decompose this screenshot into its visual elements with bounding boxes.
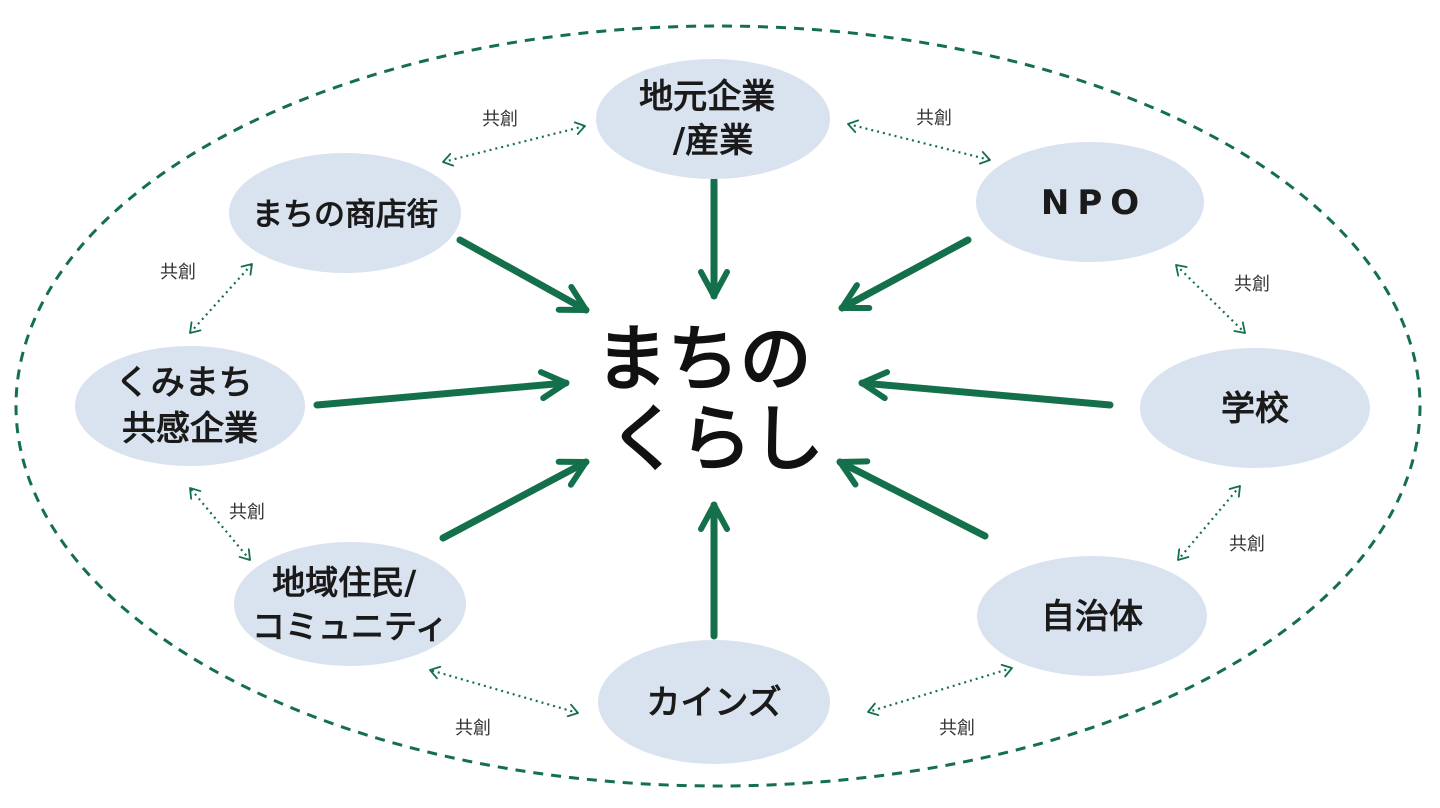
node-shopping-street: まちの商店街	[229, 153, 461, 273]
node-cainz-label-line-1: カインズ	[646, 683, 781, 723]
cocreate-arrow-municipality-cainz	[867, 663, 1013, 717]
nodes: 地元企業 /産業 NPO 学校 自治体 カインズ	[75, 59, 1370, 764]
cocreate-arrow-local-npo	[847, 119, 991, 165]
arrow-kumimachi	[313, 369, 570, 409]
cocreate-label-npo-school: 共創	[1234, 274, 1270, 295]
cocreate-arrow-cainz-residents	[429, 665, 579, 718]
cocreate-arrow-kumimachi-shop	[189, 263, 253, 334]
node-local-business-label: 地元企業 /産業	[639, 77, 787, 161]
node-residents-shape	[234, 542, 466, 666]
node-cainz-shape	[598, 640, 830, 764]
arrow-npo	[838, 236, 972, 312]
node-local-business-label-line-1: 地元企業	[639, 77, 775, 117]
arrow-municipality	[836, 458, 989, 540]
node-residents-label-line-1: 地域住民/	[272, 563, 417, 602]
arrow-residents	[439, 458, 590, 542]
node-local-business-label-line-2: /産業	[673, 121, 753, 161]
node-kumimachi-label: くみまち 共感企業	[115, 363, 264, 449]
node-npo: NPO	[976, 142, 1204, 262]
cocreate-arrow-school-municipality	[1177, 485, 1241, 561]
cocreate-label-municipality-cainz: 共創	[939, 718, 975, 739]
node-residents-label: 地域住民/ コミュニティ	[252, 563, 448, 646]
node-school-shape	[1140, 348, 1370, 468]
center-label: まちの くらし	[595, 317, 836, 481]
cocreate-label-kumimachi-shop: 共創	[160, 262, 196, 283]
node-residents-label-line-2: コミュニティ	[252, 607, 448, 646]
node-npo-label: NPO	[1041, 183, 1147, 223]
node-municipality-label: 自治体	[1041, 597, 1143, 637]
node-local-business: 地元企業 /産業	[596, 59, 830, 179]
arrows-to-center	[313, 176, 1114, 640]
node-kumimachi-label-line-1: くみまち	[115, 363, 252, 403]
cocreate-label-shop-local: 共創	[482, 109, 518, 130]
cocreate-label-local-npo: 共創	[916, 108, 952, 129]
node-npo-shape	[976, 142, 1204, 262]
node-residents: 地域住民/ コミュニティ	[234, 542, 466, 666]
center-label-line-1: まちの	[595, 317, 811, 401]
node-school-label: 学校	[1221, 389, 1289, 429]
cocreate-label-cainz-residents: 共創	[455, 718, 491, 739]
node-kumimachi-label-line-2: 共感企業	[122, 409, 258, 449]
node-school-label-line-1: 学校	[1221, 389, 1289, 429]
node-kumimachi-shape	[75, 346, 305, 466]
node-shopping-street-shape	[229, 153, 461, 273]
node-shopping-street-label: まちの商店街	[252, 197, 438, 233]
node-municipality-label-line-1: 自治体	[1041, 597, 1143, 637]
node-school: 学校	[1140, 348, 1370, 468]
outer-boundary	[14, 24, 1422, 788]
node-cainz-label: カインズ	[646, 683, 781, 723]
node-municipality: 自治体	[977, 556, 1207, 676]
node-shopping-street-label-line-1: まちの商店街	[252, 197, 438, 233]
node-municipality-shape	[977, 556, 1207, 676]
node-cainz: カインズ	[598, 640, 830, 764]
cocreate-labels: 共創 共創 共創 共創 共創 共創 共創 共創	[160, 108, 1270, 739]
node-local-business-shape	[596, 59, 830, 179]
node-npo-label-line-1: NPO	[1041, 183, 1147, 223]
cocreate-arrow-residents-kumimachi	[189, 487, 251, 561]
cocreate-label-residents-kumimachi: 共創	[229, 502, 265, 523]
cocreate-arrow-shop-local	[442, 121, 586, 167]
cocreate-arrows	[189, 119, 1246, 718]
center-node: まちの くらし	[595, 317, 836, 481]
node-kumimachi: くみまち 共感企業	[75, 346, 305, 466]
arrow-school	[858, 369, 1114, 409]
arrow-shopping-street	[456, 236, 590, 314]
cocreate-arrow-npo-school	[1175, 264, 1246, 334]
cocreate-label-school-municipality: 共創	[1229, 534, 1265, 555]
center-label-line-2: くらし	[608, 397, 824, 481]
